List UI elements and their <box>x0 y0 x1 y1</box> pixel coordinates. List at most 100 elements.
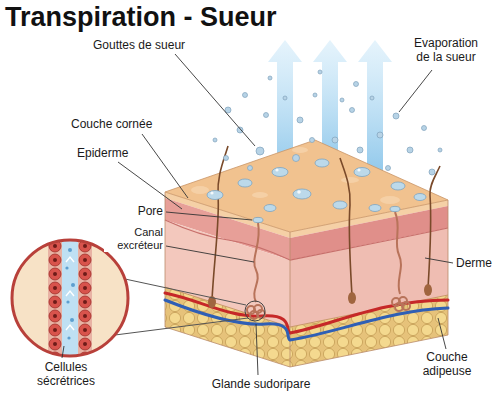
sweat-gland <box>395 212 401 294</box>
surface-drop <box>390 206 400 211</box>
surface-drop <box>238 179 252 187</box>
secretory-inset <box>67 336 70 339</box>
leader-line <box>166 212 252 220</box>
part-label: Glande sudoripare <box>200 377 322 391</box>
leader-line <box>425 258 453 263</box>
leader-line <box>118 162 182 209</box>
surface-drop <box>207 191 223 200</box>
sweat-drop <box>332 137 338 143</box>
drop-highlight <box>297 190 301 194</box>
hair <box>428 166 440 288</box>
surface-drop <box>391 182 405 190</box>
skin-block <box>290 232 291 367</box>
part-label: Couche adipeuse <box>406 350 488 378</box>
sweat-gland <box>402 302 410 310</box>
hair <box>212 146 228 300</box>
part-label: Evaporation de la sueur <box>405 36 487 64</box>
hair <box>212 146 440 300</box>
skin-block <box>341 177 359 183</box>
sweat-drop <box>354 82 359 87</box>
drop-highlight <box>210 168 360 194</box>
sweat-drop <box>318 70 322 74</box>
sweat-drop <box>213 138 217 142</box>
sweat-gland <box>254 223 259 302</box>
inset-ring <box>12 240 128 356</box>
drop-highlight <box>210 191 213 194</box>
sweat-gland <box>247 212 410 319</box>
secretory-inset <box>65 266 68 269</box>
skin-block <box>191 186 209 194</box>
secretory-inset <box>66 325 74 330</box>
skin-block <box>292 147 308 153</box>
surface-drop <box>293 189 311 199</box>
skin-block <box>165 140 448 232</box>
sweat-drop <box>293 155 300 162</box>
skin-block <box>380 196 400 204</box>
secretory-inset <box>48 236 92 362</box>
part-label: Gouttes de sueur <box>92 38 186 52</box>
sweat-drop <box>243 93 248 98</box>
skin-block <box>252 192 268 198</box>
blood-vessel <box>165 293 448 340</box>
sweat-drop <box>340 98 344 102</box>
sweat-gland <box>257 310 265 318</box>
part-label: Canal excréteur <box>104 226 164 252</box>
secretory-inset <box>70 318 74 322</box>
magnifier-line <box>115 279 248 335</box>
skin-block <box>191 147 400 204</box>
leader-line <box>256 324 258 375</box>
part-label: Cellules sécrétrices <box>25 360 107 388</box>
secretory-inset <box>65 248 75 340</box>
sweat-drop <box>357 147 363 153</box>
sweat-drop <box>429 169 435 175</box>
sweat-drop <box>386 166 391 171</box>
hair-root <box>424 284 432 296</box>
part-label: Pore <box>118 204 164 218</box>
sweat-drop <box>438 148 442 152</box>
sweat-drop <box>377 132 383 138</box>
drop-highlight <box>357 168 360 171</box>
leader-line <box>399 70 432 112</box>
hair <box>340 158 352 296</box>
diagram-title: Transpiration - Sueur <box>5 2 277 33</box>
leader-line <box>62 54 453 375</box>
surface-drop <box>354 168 370 177</box>
sweat-drop <box>297 117 303 123</box>
leader-line <box>62 346 64 358</box>
secretory-inset <box>66 257 74 262</box>
surface-drop <box>315 159 329 167</box>
sweat-drop <box>237 127 243 133</box>
surface-drop <box>369 205 381 212</box>
sweat-drop <box>213 70 442 175</box>
drop-highlight <box>275 168 278 171</box>
sweat-drop <box>350 108 355 113</box>
part-label: Couche cornée <box>70 117 153 131</box>
skin-block <box>165 140 448 367</box>
sweat-drop <box>313 93 317 97</box>
secretory-inset <box>10 236 132 362</box>
sweat-drop <box>310 138 315 143</box>
secretory-inset <box>71 283 75 287</box>
sweat-drop <box>370 96 374 100</box>
sweat-drop <box>407 147 413 153</box>
sweat-drop <box>422 126 427 131</box>
surface-drop <box>414 194 426 201</box>
leader-line <box>142 134 188 198</box>
part-label: Epiderme <box>76 146 129 160</box>
secretory-inset <box>66 300 69 303</box>
sweat-drop <box>256 147 264 155</box>
secretory-inset <box>62 236 78 362</box>
sweat-drop <box>283 96 287 100</box>
surface-drop <box>264 205 276 212</box>
secretory-inset <box>66 291 74 296</box>
part-label: Derme <box>455 256 493 270</box>
sweat-drop <box>224 156 229 161</box>
sweat-drop <box>268 76 272 80</box>
surface-drop <box>207 159 426 223</box>
secretory-inset <box>66 257 74 330</box>
surface-drop <box>272 168 288 177</box>
secretory-inset <box>68 248 72 252</box>
magnifier-line <box>115 318 248 335</box>
leader-line <box>175 54 255 146</box>
sweat-drop <box>264 113 269 118</box>
